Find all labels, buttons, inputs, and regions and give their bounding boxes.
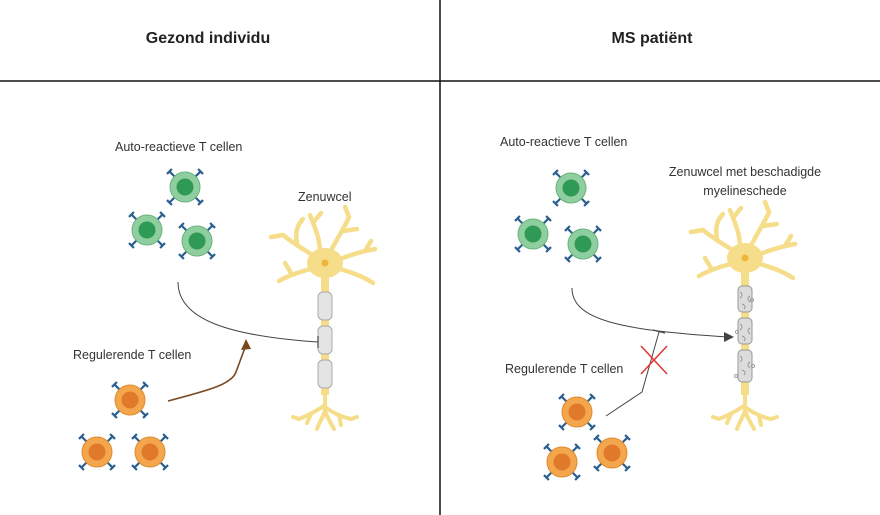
t-cell-icon (515, 216, 551, 252)
t-cell-icon (129, 212, 165, 248)
label-regulatory-healthy: Regulerende T cellen (73, 348, 192, 362)
t-cell-icon (79, 434, 115, 470)
arrow-icon (571, 287, 728, 338)
t-cell-icon (112, 382, 148, 418)
t-cell-icon (565, 226, 601, 262)
t-cell-icon (179, 223, 215, 259)
cross-icon (640, 345, 668, 375)
label-neuron-ms-line2: myelineschede (703, 184, 787, 198)
label-regulatory-ms: Regulerende T cellen (505, 362, 624, 376)
t-cell-icon (132, 434, 168, 470)
panel-title-ms: MS patiënt (611, 30, 693, 47)
neuron-icon (271, 207, 375, 431)
inhibition-icon (605, 331, 660, 417)
t-cell-icon (559, 394, 595, 430)
arrow-head (241, 339, 251, 350)
label-neuron-healthy: Zenuwcel (298, 190, 352, 204)
neuron-icon (691, 202, 795, 431)
arrow-icon (167, 344, 247, 402)
arrow-head (724, 332, 734, 342)
label-auto-reactive-healthy: Auto-reactieve T cellen (115, 140, 243, 154)
inhibition-bar (652, 329, 666, 334)
label-auto-reactive-ms: Auto-reactieve T cellen (500, 135, 628, 149)
t-cell-icon (553, 170, 589, 206)
t-cell-icon (544, 444, 580, 480)
t-cell-icon (167, 169, 203, 205)
panel-title-healthy: Gezond individu (145, 30, 271, 47)
inhibition-icon (177, 281, 319, 343)
t-cell-icon (594, 435, 630, 471)
label-neuron-ms-line1: Zenuwcel met beschadigde (668, 165, 822, 179)
